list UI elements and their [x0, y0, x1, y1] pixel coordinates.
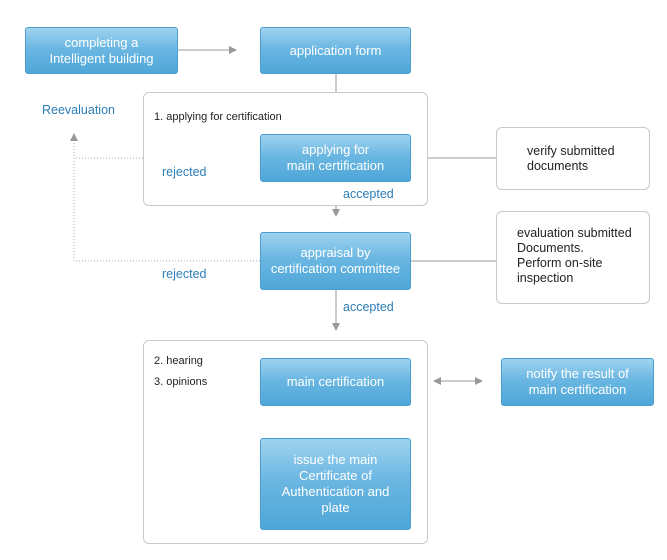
- step-3-label: 3. opinions: [154, 376, 208, 388]
- label-reevaluation: Reevaluation: [42, 103, 115, 117]
- note-verify-documents: verify submitted documents: [496, 127, 650, 190]
- label-rejected-2: rejected: [162, 267, 207, 281]
- step-1-label: 1. applying for certification: [154, 111, 282, 123]
- node-appraisal-committee: appraisal by certification committee: [260, 232, 411, 290]
- step-2-label: 2. hearing: [154, 355, 203, 367]
- node-completing-building: completing a Intelligent building: [25, 27, 178, 74]
- rejected-path-2: [70, 133, 260, 262]
- node-notify-result: notify the result of main certification: [501, 358, 654, 406]
- note-evaluation-inspection: evaluation submitted Documents. Perform …: [496, 211, 650, 304]
- node-applying-main-certification: applying for main certification: [260, 134, 411, 182]
- node-application-form: application form: [260, 27, 411, 74]
- label-rejected-1: rejected: [162, 165, 207, 179]
- node-issue-certificate: issue the main Certificate of Authentica…: [260, 438, 411, 530]
- label-accepted-2: accepted: [343, 300, 394, 314]
- node-main-certification: main certification: [260, 358, 411, 406]
- label-accepted-1: accepted: [343, 187, 394, 201]
